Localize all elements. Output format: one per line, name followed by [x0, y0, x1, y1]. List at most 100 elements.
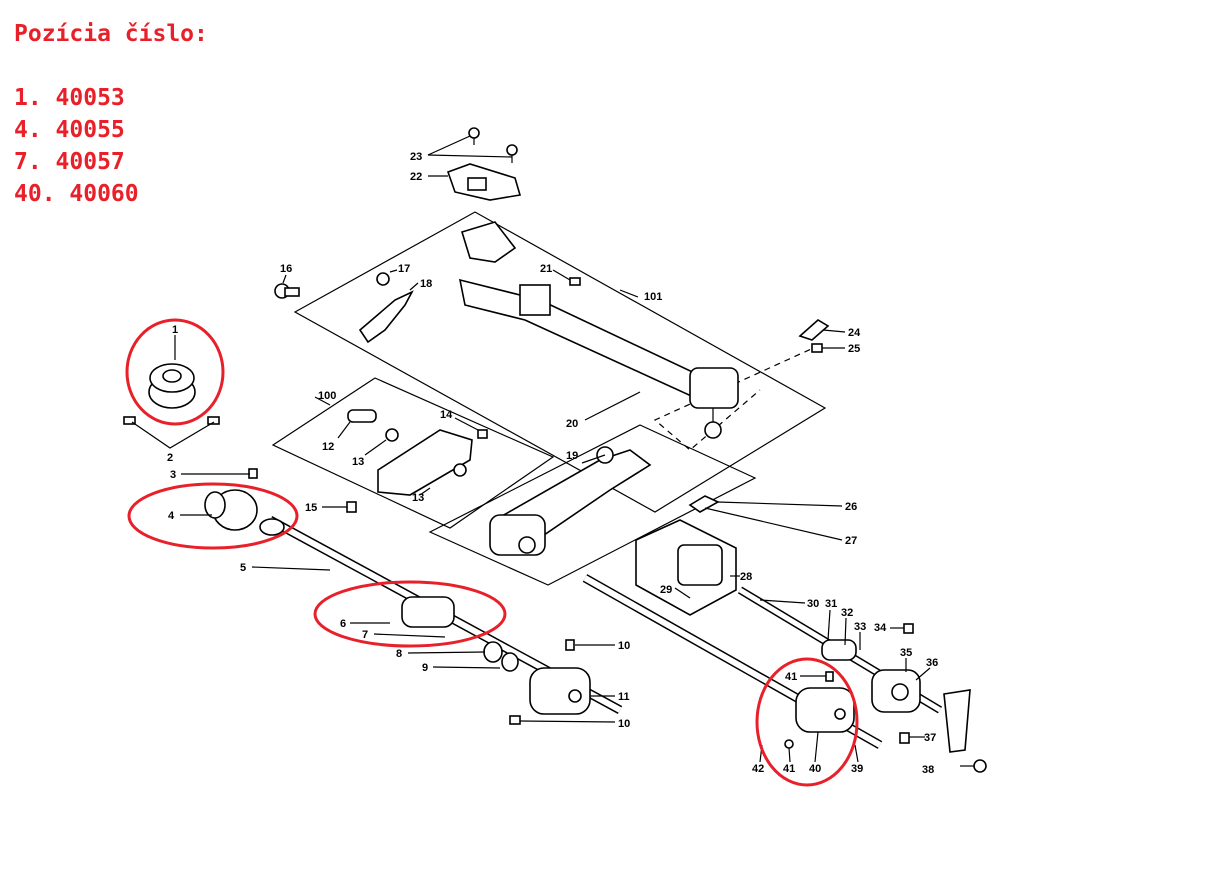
label-33: 33 — [854, 621, 866, 633]
label-8: 8 — [396, 648, 402, 660]
label-18: 18 — [420, 278, 432, 290]
label-15: 15 — [305, 502, 317, 514]
label-22: 22 — [410, 171, 422, 183]
part-17-washer — [376, 272, 390, 286]
part-41-screw-b — [784, 739, 794, 749]
part-2-screw-b — [207, 416, 220, 425]
part-8-ring — [483, 641, 503, 663]
label-23: 23 — [410, 151, 422, 163]
label-20: 20 — [566, 418, 578, 430]
part-37-screw — [899, 732, 910, 744]
part-23-screw-a — [468, 127, 480, 139]
part-18-plate — [358, 290, 414, 344]
part-13-washer-b — [453, 463, 467, 477]
part-15-screw — [346, 501, 357, 513]
part-20-arm — [458, 221, 739, 439]
part-36-clamp — [943, 689, 971, 753]
label-9: 9 — [422, 662, 428, 674]
part-41-screw-a — [825, 671, 834, 682]
label-6: 6 — [340, 618, 346, 630]
list-item-7: 7. 40057 — [14, 149, 125, 175]
label-4: 4 — [168, 510, 175, 522]
label-31: 31 — [825, 598, 837, 610]
label-30: 30 — [807, 598, 819, 610]
part-25-screw — [811, 343, 823, 353]
label-29: 29 — [660, 584, 672, 596]
part-28-bracket — [635, 519, 737, 616]
part-13-washer-a — [385, 428, 399, 442]
label-100: 100 — [318, 390, 336, 402]
label-10b: 10 — [618, 718, 630, 730]
highlight-circle-7 — [313, 580, 507, 648]
label-5: 5 — [240, 562, 246, 574]
label-36: 36 — [926, 657, 938, 669]
list-item-4: 4. 40055 — [14, 117, 125, 143]
frame-100 — [271, 377, 555, 529]
part-7-pinion — [401, 596, 455, 628]
label-34: 34 — [874, 622, 887, 634]
label-3: 3 — [170, 469, 176, 481]
label-25: 25 — [848, 343, 860, 355]
label-40: 40 — [809, 763, 821, 775]
label-26: 26 — [845, 501, 857, 513]
leader-lines — [131, 135, 931, 763]
label-10a: 10 — [618, 640, 630, 652]
part-34-screw — [903, 623, 914, 634]
part-1-bevel-gear — [148, 363, 196, 409]
label-101: 101 — [644, 291, 662, 303]
part-23-screw-b — [506, 144, 518, 156]
label-16: 16 — [280, 263, 292, 275]
list-item-40: 40. 40060 — [14, 181, 139, 207]
part-10-screw-a — [565, 639, 575, 651]
part-19-lever — [489, 446, 652, 556]
label-24: 24 — [848, 327, 861, 339]
label-13b: 13 — [412, 492, 424, 504]
part-14-screw — [477, 429, 488, 439]
list-item-1: 1. 40053 — [14, 85, 125, 111]
label-2: 2 — [167, 452, 173, 464]
part-21-screw — [569, 277, 581, 286]
label-38: 38 — [922, 764, 934, 776]
label-35: 35 — [900, 647, 912, 659]
part-3-screw — [248, 468, 258, 479]
label-13a: 13 — [352, 456, 364, 468]
highlight-circle-40 — [755, 657, 859, 787]
label-32: 32 — [841, 607, 853, 619]
part-16-bolt — [274, 283, 300, 299]
label-41b: 41 — [783, 763, 795, 775]
highlight-circle-1 — [125, 318, 225, 426]
frame-lever — [428, 424, 757, 586]
part-4-gear — [204, 489, 285, 536]
part-40-gear — [795, 687, 855, 733]
label-14: 14 — [440, 409, 453, 421]
label-37: 37 — [924, 732, 936, 744]
label-27: 27 — [845, 535, 857, 547]
label-39: 39 — [851, 763, 863, 775]
part-35-bearing — [871, 669, 921, 713]
part-10-screw-b — [509, 715, 521, 725]
label-12: 12 — [322, 441, 334, 453]
part-11-gear — [529, 667, 591, 715]
part-9-ring — [501, 652, 519, 672]
label-28: 28 — [740, 571, 752, 583]
part-38-screw — [960, 759, 987, 773]
list-title: Pozícia číslo: — [14, 21, 208, 47]
label-11: 11 — [618, 691, 630, 703]
part-13-lever — [377, 429, 473, 496]
label-21: 21 — [540, 263, 552, 275]
part-22-bracket — [446, 163, 522, 201]
label-41a: 41 — [785, 671, 797, 683]
part-2-screw-a — [123, 416, 136, 425]
label-7: 7 — [362, 629, 368, 641]
part-32-spring — [821, 639, 857, 661]
label-19: 19 — [566, 450, 578, 462]
part-12-pin — [347, 409, 377, 423]
label-1: 1 — [172, 324, 178, 336]
part-number-list: Pozícia číslo: 1. 40053 4. 40055 7. 4005… — [14, 18, 208, 210]
frame-101 — [293, 211, 827, 513]
part-24-pin — [798, 319, 830, 341]
label-42: 42 — [752, 763, 764, 775]
highlight-circle-4 — [127, 482, 299, 550]
callout-labels: 1 2 3 4 5 6 7 8 9 10 11 10 12 13 13 14 1… — [167, 151, 938, 776]
